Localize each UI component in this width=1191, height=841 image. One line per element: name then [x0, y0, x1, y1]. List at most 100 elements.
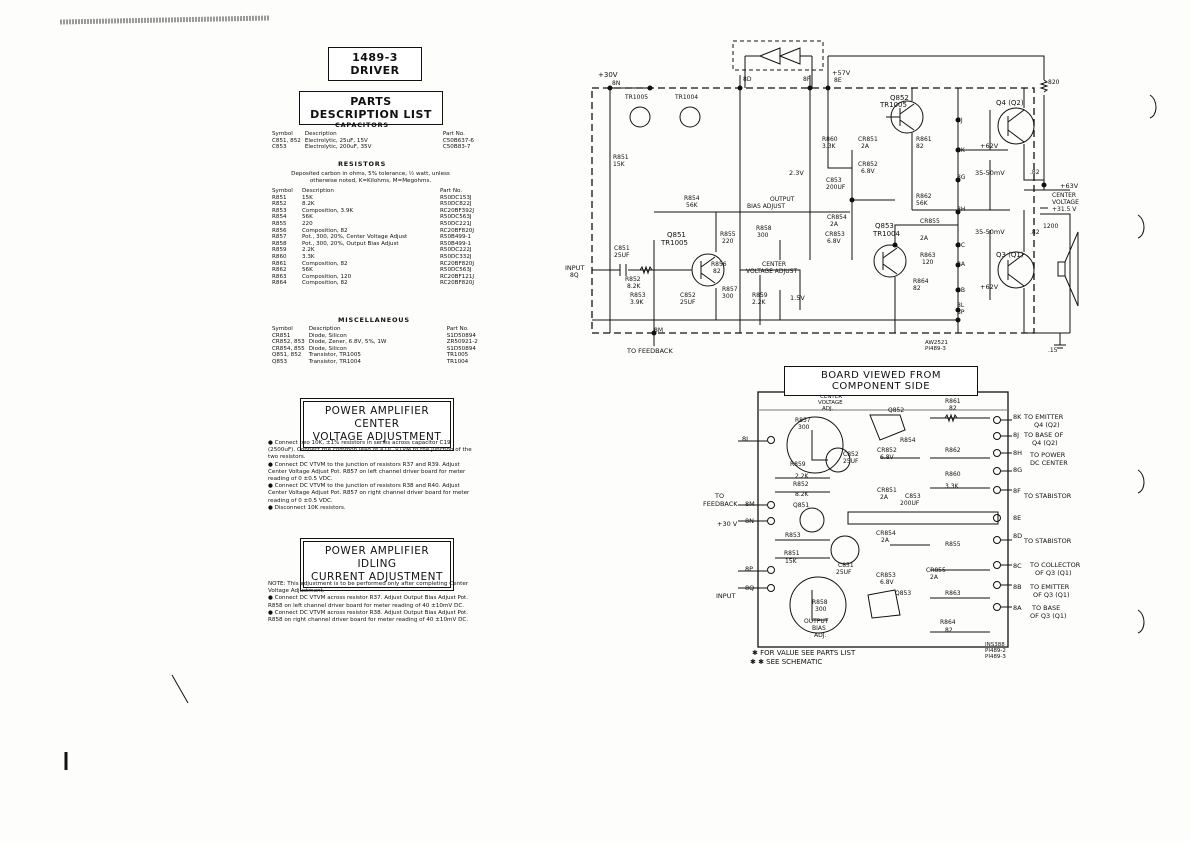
table-cell: Composition, 82	[302, 280, 348, 287]
label-c853v: 200UF	[900, 500, 920, 507]
table-header-cell: Description	[304, 131, 337, 137]
label-q853t: TR1004	[873, 230, 900, 238]
label-r860: R860	[822, 136, 838, 143]
label-v23: 2.3V	[789, 169, 804, 177]
table-cell: R856	[272, 227, 287, 234]
label-plus30v: +30V	[598, 71, 618, 79]
resistor-820	[1039, 79, 1049, 93]
table-cell: R862	[272, 267, 287, 274]
table-cell: R860	[272, 253, 287, 260]
table-cell: C851, 852	[272, 137, 301, 144]
table-cell: R50DC153J	[440, 194, 472, 201]
table-cell: Diode, Silicon	[308, 332, 347, 339]
label-r858: R858	[812, 599, 828, 606]
table-cell: 3.3K	[302, 253, 315, 260]
label-r864v: 82	[913, 285, 921, 292]
label-r854: R854	[684, 195, 700, 202]
table-cell: R852	[272, 201, 287, 208]
speaker-wire	[1044, 213, 1071, 333]
board-c853	[847, 511, 999, 525]
board-c852	[825, 447, 851, 473]
label-r859v: 2.2K	[795, 473, 809, 480]
label-ins: INS388	[985, 642, 1005, 648]
instruction-step: ● Disconnect 10K resistors.	[268, 504, 346, 511]
label-r855: R855	[945, 541, 961, 548]
label-c853: C853	[826, 177, 842, 184]
label-input: INPUT	[565, 264, 585, 272]
label-r855: R855	[720, 231, 736, 238]
label-r854: R854	[900, 437, 916, 444]
label-r864: R864	[913, 278, 929, 285]
label-cr851: CR851	[858, 136, 878, 143]
stabistor-box	[732, 40, 824, 71]
label-n8g: 8G	[1013, 466, 1023, 474]
speaker-magnet	[1057, 261, 1066, 277]
label-aw: AW2521	[925, 340, 948, 346]
label-n8j: 8J	[1013, 431, 1020, 439]
board-q852	[869, 414, 906, 441]
label-to_em_q4a: TO EMITTER	[1024, 413, 1064, 421]
label-plus30v: +30 V	[717, 520, 738, 528]
label-cr854v: 2A	[830, 221, 838, 228]
binder-hole-1	[1149, 94, 1157, 119]
label-n8b: 8B	[1013, 583, 1022, 591]
label-n8f: 8F	[803, 76, 811, 83]
label-r863v: 120	[922, 259, 934, 266]
board-c851	[830, 535, 860, 565]
label-r858v: 300	[815, 606, 827, 613]
wire-57v	[828, 55, 1045, 80]
table-cell: R857	[272, 234, 287, 241]
table-header-cell: Part No.	[446, 326, 469, 332]
table-cell: Composition, 82	[302, 227, 348, 234]
table-cell: R858	[272, 240, 287, 247]
label-to_em_q3b: OF Q3 (Q1)	[1033, 591, 1070, 599]
label-c852: C852	[843, 451, 859, 458]
table-header-cell: Description	[302, 188, 334, 194]
label-n8l: 8L	[742, 435, 750, 443]
table-cell: RC20BF820J	[440, 280, 475, 287]
label-cr855: CR855	[926, 567, 946, 574]
table-cell: 15K	[302, 194, 313, 201]
label-r853v: 3.9K	[630, 299, 644, 306]
table-cell: CR854, 855	[272, 345, 305, 352]
label-to_em_q3a: TO EMITTER	[1030, 583, 1070, 591]
label-q852: Q852	[888, 407, 905, 414]
label-r863: R863	[945, 590, 961, 597]
label-cr853: CR853	[825, 231, 845, 238]
label-plus62v: +62V	[980, 142, 999, 150]
label-c1200: 1200	[1043, 223, 1059, 230]
label-n8k: 8K	[957, 147, 965, 154]
label-n8e: 8E	[834, 77, 842, 84]
label-outbias1: OUTPUT	[770, 196, 795, 203]
table-cell: Q851, 852	[272, 352, 302, 359]
table-cell: C853	[272, 144, 287, 151]
label-r859: R859	[790, 461, 806, 468]
label-pi3: PI489-3	[985, 654, 1006, 660]
label-r864: R864	[940, 619, 956, 626]
label-output2: BIAS	[812, 625, 826, 632]
label-mv3550a: 35-50mV	[975, 169, 1005, 177]
label-n8k: 8K	[1013, 413, 1022, 421]
label-q851t: TR1005	[661, 239, 688, 247]
label-n8p: 8P	[745, 565, 754, 573]
label-n8q: 8Q	[570, 272, 579, 279]
label-to_stab1: TO STABISTOR	[1024, 492, 1072, 500]
stabistor-diodes	[758, 47, 801, 65]
table-cell: 220	[302, 220, 313, 227]
center-adjust-title: POWER AMPLIFIER CENTER VOLTAGE ADJUSTMEN…	[300, 398, 454, 451]
label-q852: Q852	[890, 94, 909, 102]
table-header-cell: Description	[308, 326, 341, 332]
label-to_base_q4a: TO BASE OF	[1024, 431, 1064, 439]
table-cell: Pot., 300, 20%, Center Voltage Adjust	[302, 234, 408, 241]
board-pot-r857	[786, 416, 844, 474]
table-cell: Composition, 82	[302, 260, 348, 267]
